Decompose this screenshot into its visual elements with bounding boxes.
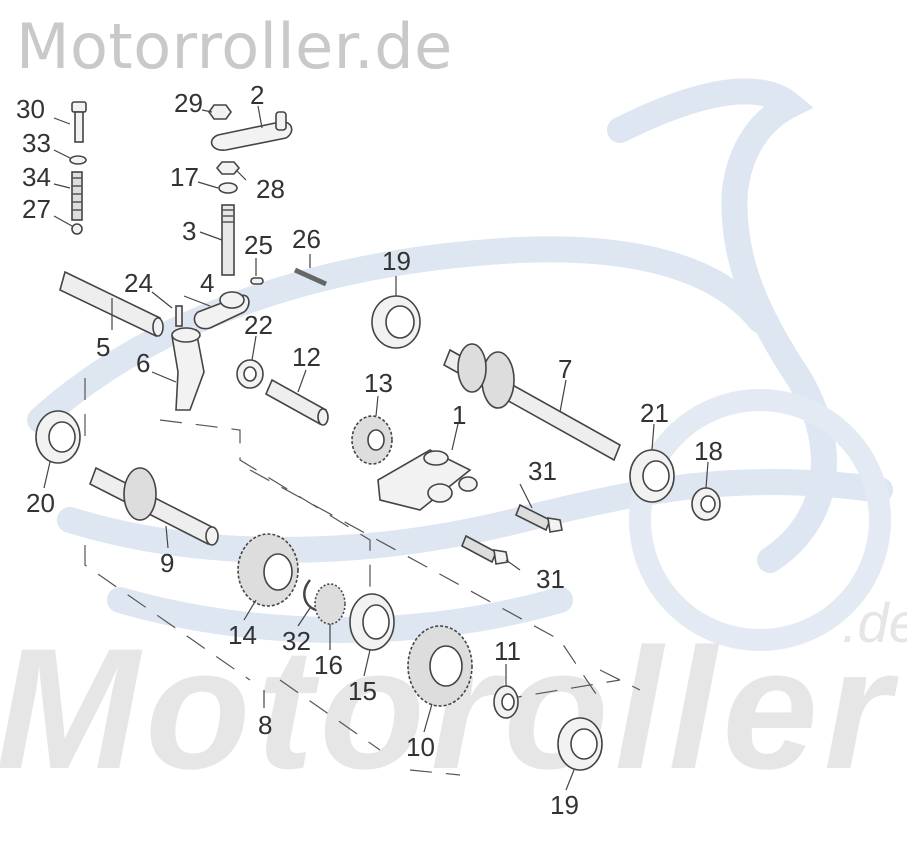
callout-label: 19 bbox=[550, 790, 579, 820]
part-15-sleeve bbox=[349, 593, 395, 651]
part-10-gear bbox=[407, 625, 473, 707]
callout-label: 15 bbox=[348, 676, 377, 706]
callout-label: 2 bbox=[250, 80, 264, 110]
part-28-nut bbox=[215, 161, 241, 175]
part-16-needle-bearing bbox=[314, 583, 346, 625]
callout-label: 32 bbox=[282, 626, 311, 656]
part-19-bearing-upper bbox=[371, 295, 421, 349]
callout-label: 34 bbox=[22, 162, 51, 192]
part-29-nut bbox=[208, 104, 232, 120]
callout-label: 11 bbox=[494, 636, 521, 666]
leader-lines bbox=[43, 105, 709, 791]
callout-label: 19 bbox=[382, 246, 411, 276]
callout-labels: 30 33 34 27 29 2 17 28 3 25 26 4 24 5 22… bbox=[16, 80, 723, 820]
watermark-suffix-text: .de bbox=[842, 591, 907, 654]
assembly-guides bbox=[84, 378, 641, 776]
part-34-spring bbox=[71, 171, 83, 221]
callout-label: 30 bbox=[16, 94, 45, 124]
callout-label: 25 bbox=[244, 230, 273, 260]
part-4-shift-plate bbox=[193, 291, 250, 330]
part-24-pin bbox=[175, 305, 183, 327]
callout-label: 20 bbox=[26, 488, 55, 518]
callout-label: 7 bbox=[558, 354, 572, 384]
callout-label: 18 bbox=[694, 436, 723, 466]
callout-label: 14 bbox=[228, 620, 257, 650]
callout-label: 31 bbox=[536, 564, 565, 594]
part-33-washer bbox=[69, 155, 87, 165]
watermark-site-text: Motorroller.de bbox=[16, 10, 453, 83]
part-31-bolt-lower bbox=[460, 534, 509, 565]
callout-label: 1 bbox=[452, 400, 466, 430]
callout-label: 29 bbox=[174, 88, 203, 118]
callout-label: 27 bbox=[22, 194, 51, 224]
callout-label: 22 bbox=[244, 310, 273, 340]
callout-label: 16 bbox=[314, 650, 343, 680]
part-19-bearing-lower bbox=[557, 717, 603, 771]
callout-label: 5 bbox=[96, 332, 110, 362]
part-2-shift-arm bbox=[210, 111, 293, 151]
callout-label: 21 bbox=[640, 398, 669, 428]
callout-label: 3 bbox=[182, 216, 196, 246]
part-21-bearing bbox=[629, 449, 675, 503]
part-6-shift-fork bbox=[171, 327, 205, 411]
part-27-ball bbox=[71, 223, 83, 235]
callout-label: 4 bbox=[200, 268, 214, 298]
part-32-circlip bbox=[303, 579, 317, 612]
callout-label: 9 bbox=[160, 548, 174, 578]
part-7-drive-shaft bbox=[442, 343, 622, 462]
callout-label: 10 bbox=[406, 732, 435, 762]
callout-label: 6 bbox=[136, 348, 150, 378]
callout-label: 24 bbox=[124, 268, 153, 298]
callout-label: 28 bbox=[256, 174, 285, 204]
part-14-gear bbox=[237, 533, 299, 607]
part-18-seal bbox=[691, 487, 721, 521]
callout-label: 13 bbox=[364, 368, 393, 398]
callout-label: 17 bbox=[170, 162, 199, 192]
callout-label: 31 bbox=[528, 456, 557, 486]
callout-label: 33 bbox=[22, 128, 51, 158]
part-20-bearing bbox=[35, 410, 81, 464]
part-9-countershaft bbox=[88, 466, 219, 546]
part-26-pin bbox=[293, 267, 328, 287]
part-31-bolt-upper bbox=[514, 503, 563, 533]
part-1-bracket bbox=[377, 449, 478, 511]
callout-label: 26 bbox=[292, 224, 321, 254]
part-22-bushing bbox=[236, 359, 264, 389]
part-25-pin bbox=[250, 277, 264, 285]
part-12-pin-shaft bbox=[264, 378, 329, 426]
part-17-washer bbox=[218, 182, 238, 194]
part-11-seal bbox=[493, 685, 519, 719]
part-13-gear bbox=[351, 415, 393, 465]
part-3-shift-shaft bbox=[221, 204, 235, 276]
part-30-bolt bbox=[71, 101, 87, 143]
callout-label: 12 bbox=[292, 342, 321, 372]
callout-label: 8 bbox=[258, 710, 272, 740]
part-5-fork-shaft bbox=[59, 270, 164, 338]
